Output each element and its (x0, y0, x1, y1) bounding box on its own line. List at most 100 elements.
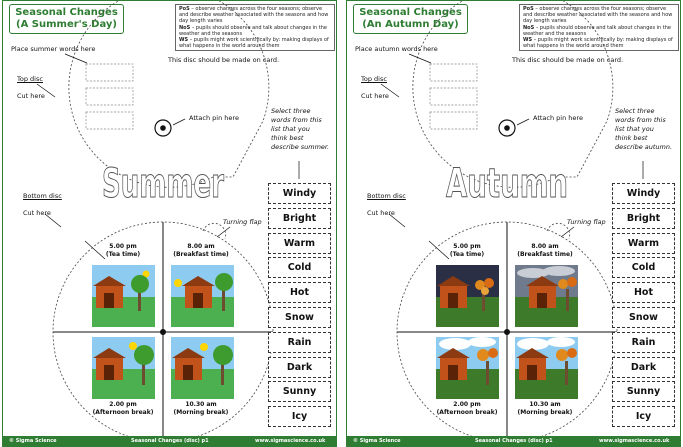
time-desc: (Breakfast time) (517, 251, 573, 258)
worksheet-title: Seasonal Changes (A Summer's Day) (9, 4, 124, 34)
disc-diagram: Autumn (380, 1, 644, 443)
objective-text: – pupils should observe and talk about c… (179, 24, 328, 37)
word-card: Cold (268, 257, 331, 279)
word-card: Warm (268, 232, 331, 254)
arrow (428, 240, 450, 260)
time-value: 5.00 pm (109, 243, 137, 250)
card-note: This disc should be made on card. (168, 56, 280, 64)
word-list: Windy Bright Warm Cold Hot Snow Rain Dar… (268, 183, 331, 431)
footer-copyright: © Sigma Science (353, 438, 401, 444)
time-desc: (Breakfast time) (173, 251, 229, 258)
time-desc: (Morning break) (173, 409, 229, 416)
word-card: Icy (612, 406, 675, 428)
big-season-word: Summer (102, 161, 224, 207)
arrow (380, 83, 400, 98)
worksheet-autumn: Seasonal Changes (An Autumn Day) PoS – o… (346, 0, 681, 447)
note-line: Select three (615, 107, 655, 115)
scene-8am (515, 265, 578, 327)
worksheet-summer: Seasonal Changes (A Summer's Day) PoS – … (2, 0, 337, 447)
page-gap (339, 0, 343, 447)
word-slot (429, 87, 478, 106)
word-card: Sunny (268, 381, 331, 403)
place-words-label: Place autumn words here (355, 45, 438, 53)
footer-website: www.sigmascience.co.uk (255, 438, 326, 444)
word-card: Windy (268, 183, 331, 204)
note-line: list that you (271, 125, 310, 133)
time-desc: (Morning break) (517, 409, 573, 416)
time-label-2pm: 2.00 pm (Afternoon break) (88, 401, 158, 417)
word-card: Snow (612, 306, 675, 328)
time-value: 10.30 am (529, 401, 561, 408)
footer-copyright: © Sigma Science (9, 438, 57, 444)
time-desc: (Afternoon break) (436, 409, 498, 416)
word-slot (429, 63, 478, 82)
footer-title: Seasonal Changes (disc) p1 (475, 438, 553, 444)
note-line: words from this (271, 116, 322, 124)
word-slot (85, 87, 134, 106)
title-line-1: Seasonal Changes (15, 7, 118, 18)
objective-code: WS (523, 37, 533, 44)
cut-here-top: Cut here (17, 92, 45, 100)
select-words-note: Select three words from this list that y… (271, 107, 329, 152)
time-value: 8.00 am (531, 243, 559, 250)
time-value: 5.00 pm (453, 243, 481, 250)
arrow (84, 240, 106, 260)
word-card: Windy (612, 183, 675, 204)
word-slot (85, 63, 134, 82)
turning-flap-label: Turning flap (223, 218, 262, 226)
word-card: Sunny (612, 381, 675, 403)
arrow (44, 213, 62, 228)
time-label-1030am: 10.30 am (Morning break) (510, 401, 580, 417)
time-value: 10.30 am (185, 401, 217, 408)
objective-text: – observe changes across the four season… (523, 6, 673, 25)
title-line-2: (A Summer's Day) (16, 19, 117, 30)
pin-dot (160, 125, 166, 131)
arrow (64, 53, 88, 64)
attach-pin-label: Attach pin here (533, 114, 583, 122)
page-footer: © Sigma Science Seasonal Changes (disc) … (3, 436, 336, 446)
time-label-5pm: 5.00 pm (Tea time) (432, 243, 502, 259)
cut-here-bottom: Cut here (23, 209, 51, 217)
curriculum-objectives: PoS – observe changes across the four se… (175, 4, 335, 52)
word-card: Icy (268, 406, 331, 428)
word-card: Rain (612, 331, 675, 353)
top-disc-label: Top disc (17, 75, 43, 83)
note-line: describe summer. (271, 143, 330, 151)
title-line-2: (An Autumn Day) (362, 19, 459, 30)
arrow (408, 53, 432, 64)
bottom-disc-label: Bottom disc (367, 192, 406, 200)
top-disc-outline (412, 1, 614, 188)
time-value: 2.00 pm (453, 401, 481, 408)
arrow (388, 213, 406, 228)
attach-pin-label: Attach pin here (189, 114, 239, 122)
cut-here-bottom: Cut here (367, 209, 395, 217)
center-pin (160, 329, 166, 335)
word-list: Windy Bright Warm Cold Hot Snow Rain Dar… (612, 183, 675, 431)
arrow (560, 226, 575, 238)
page-footer: © Sigma Science Seasonal Changes (disc) … (347, 436, 680, 446)
word-card: Dark (612, 356, 675, 378)
place-words-label: Place summer words here (11, 45, 96, 53)
time-desc: (Tea time) (449, 251, 485, 258)
word-card: Cold (612, 257, 675, 279)
scene-5pm (436, 265, 499, 327)
time-label-1030am: 10.30 am (Morning break) (166, 401, 236, 417)
word-card: Bright (268, 207, 331, 229)
word-card: Rain (268, 331, 331, 353)
time-value: 8.00 am (187, 243, 215, 250)
time-label-2pm: 2.00 pm (Afternoon break) (432, 401, 502, 417)
note-line: words from this (615, 116, 666, 124)
title-line-1: Seasonal Changes (359, 7, 462, 18)
word-slot (85, 111, 134, 130)
worksheet-title: Seasonal Changes (An Autumn Day) (353, 4, 468, 34)
word-slot (429, 111, 478, 130)
bottom-disc-label: Bottom disc (23, 192, 62, 200)
arrow (216, 226, 231, 238)
note-line: list that you (615, 125, 654, 133)
turning-flap (202, 222, 227, 240)
note-line: think best (615, 134, 648, 142)
footer-title: Seasonal Changes (disc) p1 (131, 438, 209, 444)
top-disc-label: Top disc (361, 75, 387, 83)
scene-2pm (92, 337, 155, 399)
cut-here-top: Cut here (361, 92, 389, 100)
